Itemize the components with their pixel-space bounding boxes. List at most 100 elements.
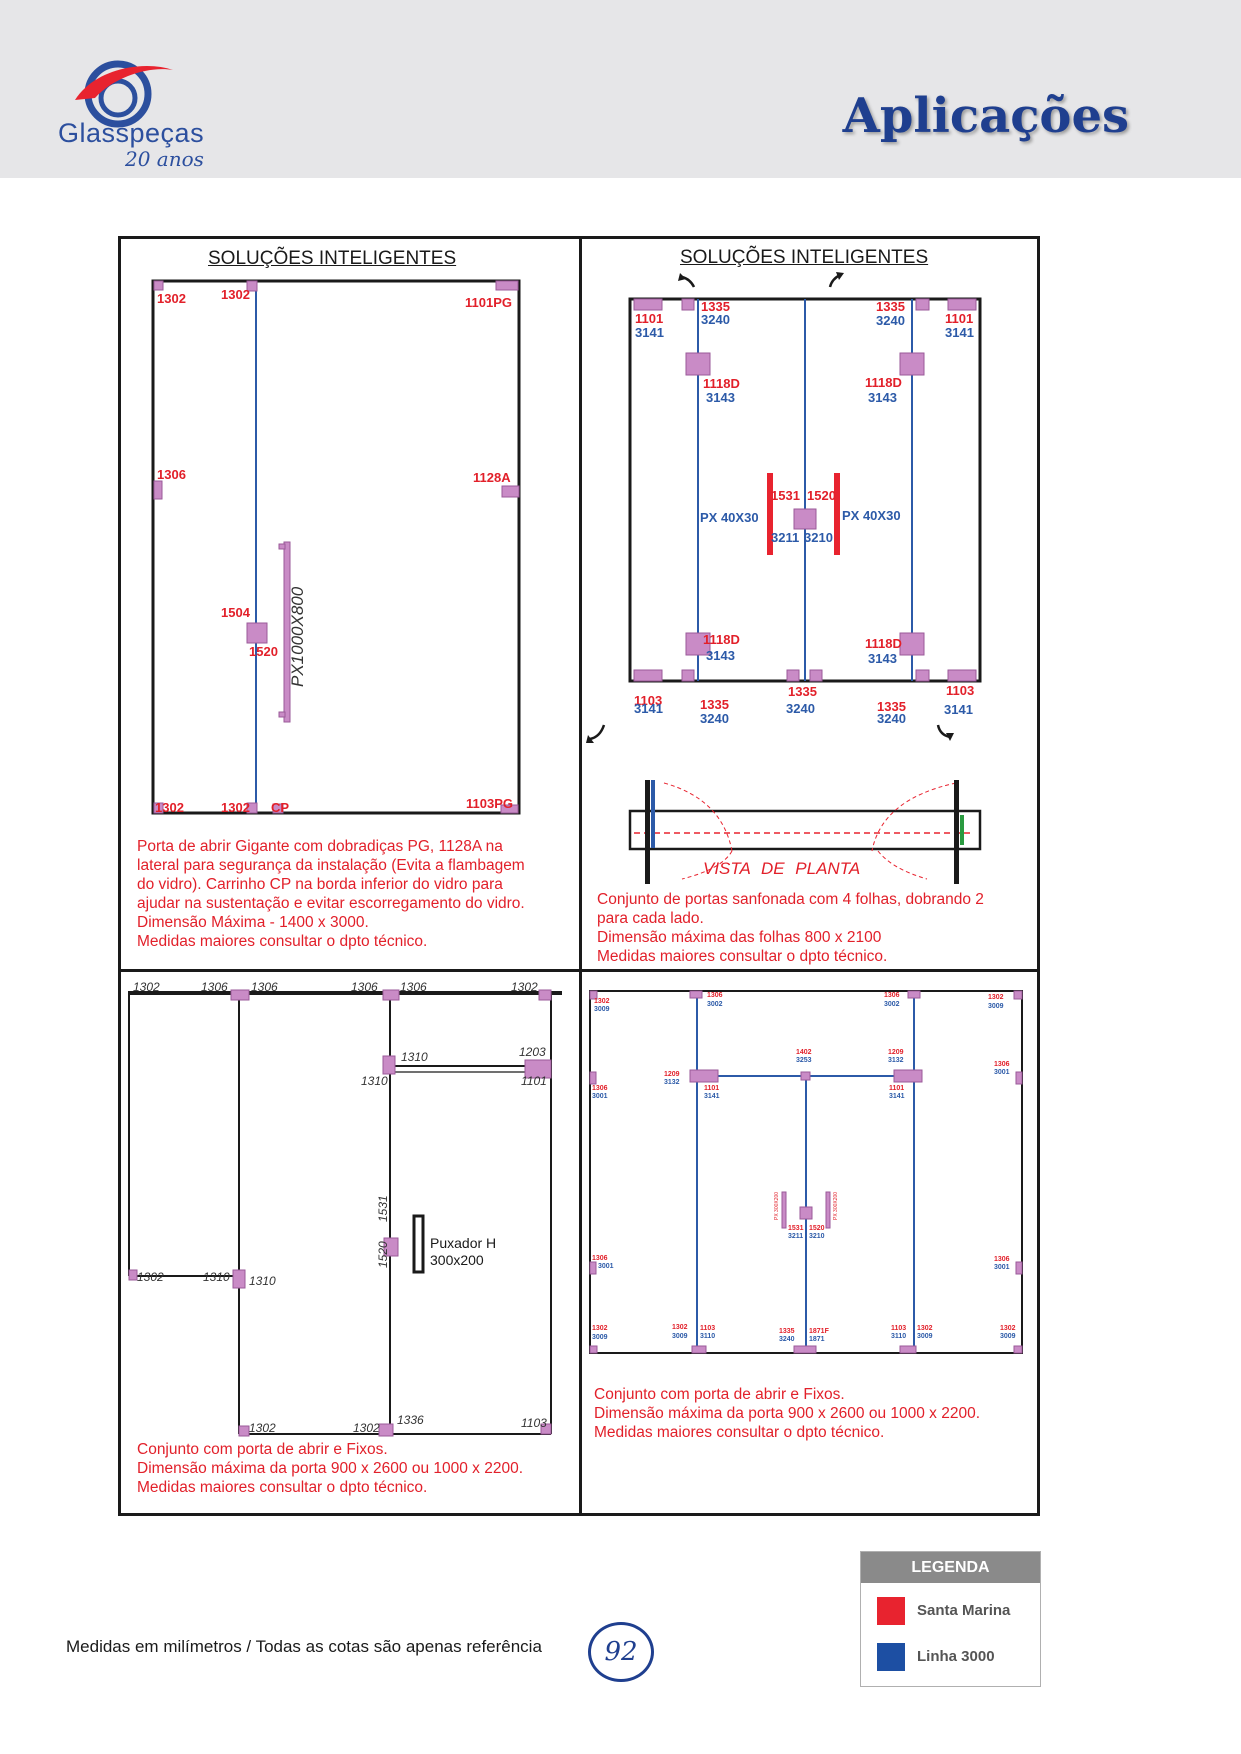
- svg-text:1101: 1101: [635, 311, 663, 326]
- svg-text:3240: 3240: [877, 711, 906, 726]
- panel-conjunto-fixos: 1302 3009 1306 3002 1306 3002 1302 3009 …: [582, 972, 1037, 1513]
- svg-text:1306: 1306: [884, 992, 900, 999]
- label-1128a: 1128A: [473, 470, 511, 485]
- page-title: Aplicações: [842, 88, 1129, 144]
- label-vista-de-planta: VISTA DE PLANTA: [703, 859, 860, 878]
- svg-text:1310: 1310: [401, 1050, 428, 1064]
- svg-text:3143: 3143: [706, 390, 735, 405]
- page-header: Glasspeças 20 anos Aplicações: [0, 0, 1241, 178]
- footer-note: Medidas em milímetros / Todas as cotas s…: [66, 1637, 542, 1656]
- svg-text:3009: 3009: [594, 1006, 610, 1013]
- svg-text:1101: 1101: [521, 1074, 547, 1088]
- svg-text:3141: 3141: [944, 702, 973, 717]
- panel-porta-fixos: 1302 1306 1306 1306 1306 1302 1310 1310 …: [121, 972, 579, 1513]
- svg-text:3110: 3110: [891, 1333, 906, 1340]
- svg-text:1103: 1103: [946, 683, 974, 698]
- grid-divider-horizontal: [118, 969, 1040, 972]
- svg-text:1101: 1101: [704, 1085, 719, 1092]
- svg-text:1531: 1531: [771, 488, 800, 503]
- label-1103pg: 1103PG: [466, 796, 513, 811]
- legend-label: Santa Marina: [917, 1602, 1011, 1619]
- svg-text:3210: 3210: [809, 1233, 825, 1240]
- label-1306: 1306: [157, 467, 186, 482]
- svg-text:1310: 1310: [203, 1270, 230, 1284]
- svg-text:3009: 3009: [988, 1003, 1004, 1010]
- svg-text:1871F: 1871F: [809, 1328, 830, 1335]
- svg-text:3141: 3141: [635, 325, 664, 340]
- legend-title: LEGENDA: [861, 1552, 1040, 1583]
- door-fixed-panels-diagram: 1302 1306 1306 1306 1306 1302 1310 1310 …: [128, 980, 562, 1437]
- svg-text:1306: 1306: [351, 980, 378, 994]
- label-puxador: PX1000X800: [288, 586, 307, 687]
- svg-text:1306: 1306: [201, 980, 228, 994]
- svg-text:1118D: 1118D: [703, 632, 740, 647]
- svg-text:3132: 3132: [888, 1057, 904, 1064]
- page-number: 92: [588, 1622, 654, 1682]
- brand-name: Glasspeças: [58, 118, 205, 148]
- svg-text:1302: 1302: [353, 1421, 380, 1435]
- svg-text:3141: 3141: [889, 1093, 905, 1100]
- svg-text:PX 300X200: PX 300X200: [774, 1192, 780, 1220]
- svg-text:3240: 3240: [700, 711, 729, 726]
- svg-text:3110: 3110: [700, 1333, 715, 1340]
- svg-text:1103: 1103: [634, 693, 662, 708]
- svg-text:1302: 1302: [917, 1325, 933, 1332]
- svg-text:1335: 1335: [788, 684, 817, 699]
- svg-text:1306: 1306: [707, 992, 723, 999]
- svg-text:1103: 1103: [700, 1325, 715, 1332]
- svg-text:1306: 1306: [592, 1085, 608, 1092]
- legend-label: Linha 3000: [917, 1648, 995, 1665]
- brand-tagline: 20 anos: [125, 147, 204, 171]
- svg-text:1302: 1302: [672, 1324, 688, 1331]
- svg-text:1302: 1302: [137, 1270, 164, 1284]
- legend: LEGENDA Santa Marina Linha 3000: [860, 1551, 1041, 1687]
- legend-swatch-red: [877, 1597, 905, 1625]
- svg-text:1520: 1520: [809, 1225, 825, 1232]
- svg-text:1101: 1101: [889, 1085, 904, 1092]
- panel-title: SOLUÇÕES INTELIGENTES: [208, 248, 457, 269]
- svg-text:3001: 3001: [592, 1093, 608, 1100]
- folding-doors-diagram: 1101 3141 1335 3240 1335 3240 1101 3141 …: [586, 272, 982, 884]
- svg-text:1302: 1302: [1000, 1325, 1016, 1332]
- svg-text:3001: 3001: [598, 1263, 614, 1270]
- svg-text:1531: 1531: [376, 1195, 390, 1222]
- label-1101pg: 1101PG: [465, 295, 512, 310]
- svg-text:3143: 3143: [868, 390, 897, 405]
- svg-text:1336: 1336: [397, 1413, 424, 1427]
- svg-text:1118D: 1118D: [865, 636, 902, 651]
- svg-text:3143: 3143: [706, 648, 735, 663]
- svg-text:3009: 3009: [1000, 1333, 1016, 1340]
- svg-text:1302: 1302: [988, 994, 1004, 1001]
- svg-text:3132: 3132: [664, 1079, 680, 1086]
- svg-text:1335: 1335: [877, 699, 906, 714]
- svg-text:1302: 1302: [594, 998, 610, 1005]
- svg-text:1118D: 1118D: [703, 376, 740, 391]
- svg-text:3240: 3240: [701, 312, 730, 327]
- svg-text:1306: 1306: [994, 1256, 1010, 1263]
- svg-text:3210: 3210: [804, 530, 833, 545]
- svg-text:1335: 1335: [701, 299, 730, 314]
- glasspecas-logo-icon: [75, 60, 173, 128]
- svg-text:1310: 1310: [361, 1074, 388, 1088]
- svg-text:3001: 3001: [994, 1264, 1010, 1271]
- svg-text:1103: 1103: [521, 1416, 547, 1430]
- svg-text:1101: 1101: [945, 311, 973, 326]
- svg-text:1310: 1310: [249, 1274, 276, 1288]
- label-1302-top-left: 1302: [157, 291, 186, 306]
- svg-text:1531: 1531: [788, 1225, 804, 1232]
- svg-text:3141: 3141: [704, 1093, 720, 1100]
- svg-text:3001: 3001: [994, 1069, 1010, 1076]
- door-set-diagram: 1302 3009 1306 3002 1306 3002 1302 3009 …: [589, 990, 1023, 1354]
- svg-text:1335: 1335: [876, 299, 905, 314]
- svg-text:3009: 3009: [592, 1334, 608, 1341]
- svg-text:3002: 3002: [884, 1001, 900, 1008]
- panel-sanfonada: SOLUÇÕES INTELIGENTES 1101 3141 1335 324…: [582, 239, 1037, 969]
- svg-text:1209: 1209: [664, 1071, 680, 1078]
- label-puxador-size: 300x200: [430, 1252, 484, 1268]
- svg-text:3141: 3141: [634, 701, 663, 716]
- label-puxador-h: Puxador H: [430, 1235, 496, 1251]
- svg-text:1209: 1209: [888, 1049, 904, 1056]
- panel-description: Conjunto de portas sanfonada com 4 folha…: [597, 891, 984, 965]
- svg-text:1103: 1103: [891, 1325, 906, 1332]
- label-1520: 1520: [249, 644, 278, 659]
